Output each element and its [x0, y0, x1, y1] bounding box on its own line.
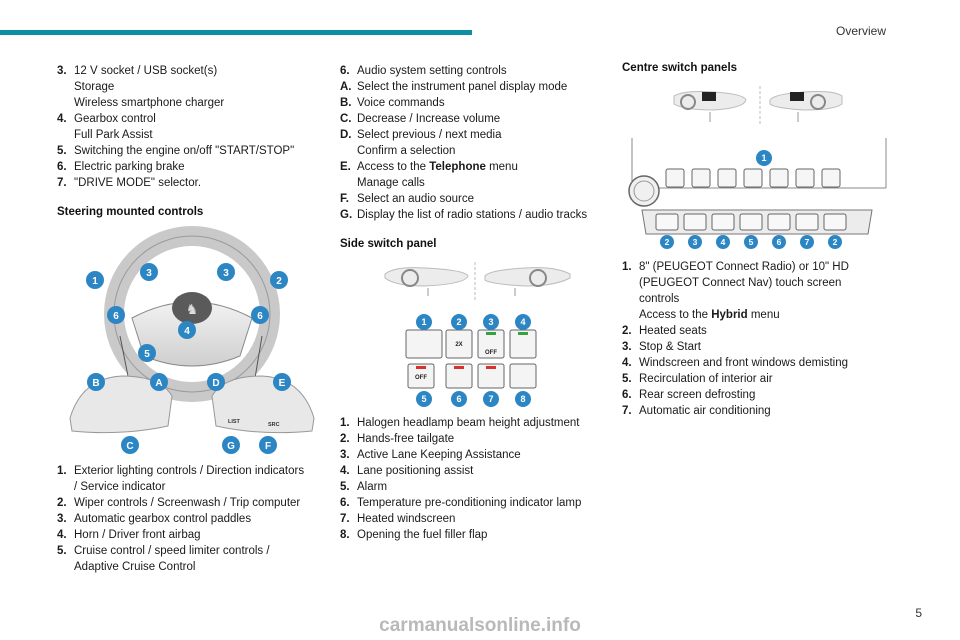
list-item: 6.Electric parking brake	[57, 161, 185, 173]
list-item: 2.Heated seats	[622, 325, 707, 337]
list-item: C.Decrease / Increase volume	[340, 113, 501, 125]
list-item: G.Display the list of radio stations / a…	[340, 209, 588, 221]
list-item: 6.Rear screen defrosting	[622, 389, 756, 401]
side-switch-panel-diagram: 2X OFF OFF 1 2 3 4 5 6 7 8	[384, 262, 571, 407]
list-item: 5.Cruise control / speed limiter control…	[57, 545, 270, 573]
svg-text:2: 2	[833, 237, 838, 247]
svg-text:4: 4	[721, 237, 726, 247]
list-item: 2.Hands-free tailgate	[340, 433, 455, 445]
svg-text:5: 5	[144, 349, 150, 360]
svg-text:C: C	[126, 441, 133, 452]
svg-text:7: 7	[805, 237, 810, 247]
list-item: 5.Alarm	[340, 481, 388, 493]
svg-text:F: F	[265, 441, 271, 452]
page-number: 5	[915, 606, 922, 620]
col2-list-top: 6.Audio system setting controls A.Select…	[340, 63, 610, 223]
list-item: B.Voice commands	[340, 97, 445, 109]
svg-text:2: 2	[276, 276, 282, 287]
list-item: 1.8" (PEUGEOT Connect Radio) or 10" HD(P…	[622, 261, 849, 321]
svg-text:3: 3	[488, 317, 493, 327]
svg-text:4: 4	[184, 326, 190, 337]
centre-switch-panel-diagram: 1 2 3 4 5 6 7 2	[628, 86, 887, 249]
col1-list-bottom: 1.Exterior lighting controls / Direction…	[57, 463, 327, 575]
svg-text:8: 8	[520, 394, 525, 404]
list-item: 4.Horn / Driver front airbag	[57, 529, 201, 541]
list-item: 3.Active Lane Keeping Assistance	[340, 449, 521, 461]
list-item: 6.Audio system setting controls	[340, 65, 507, 77]
header-bar	[0, 30, 472, 35]
svg-text:2: 2	[665, 237, 670, 247]
svg-text:3: 3	[693, 237, 698, 247]
svg-text:OFF: OFF	[485, 350, 497, 356]
list-item: 3.Automatic gearbox control paddles	[57, 513, 252, 525]
heading-steering-controls: Steering mounted controls	[57, 206, 204, 218]
heading-centre-switch-panels: Centre switch panels	[622, 62, 738, 74]
svg-text:B: B	[92, 378, 99, 389]
list-item: 2.Wiper controls / Screenwash / Trip com…	[57, 497, 301, 509]
list-item: 6.Temperature pre-conditioning indicator…	[340, 497, 582, 509]
list-item: 7.Heated windscreen	[340, 513, 456, 525]
svg-text:D: D	[212, 378, 219, 389]
svg-text:6: 6	[456, 394, 461, 404]
svg-text:1: 1	[92, 276, 98, 287]
steering-wheel-diagram: ♞ LIST SRC 1 3 3 2 6 6 4 5 B A D E C G F	[69, 226, 315, 454]
list-item: 5.Switching the engine on/off "START/STO…	[57, 145, 295, 157]
list-item: 4.Windscreen and front windows demisting	[622, 357, 849, 369]
list-item: 5.Recirculation of interior air	[622, 373, 773, 385]
svg-text:A: A	[155, 378, 162, 389]
list-item: 1.Exterior lighting controls / Direction…	[57, 465, 305, 493]
svg-text:2: 2	[456, 317, 461, 327]
section-title: Overview	[835, 24, 886, 38]
svg-text:OFF: OFF	[415, 375, 427, 381]
svg-text:7: 7	[488, 394, 493, 404]
svg-text:E: E	[279, 378, 286, 389]
svg-text:SRC: SRC	[268, 422, 280, 428]
list-item: 7."DRIVE MODE" selector.	[57, 177, 202, 189]
svg-text:3: 3	[223, 268, 229, 279]
heading-side-switch-panel: Side switch panel	[340, 238, 437, 250]
svg-text:6: 6	[257, 311, 263, 322]
list-item: 4.Lane positioning assist	[340, 465, 474, 477]
svg-text:1: 1	[761, 153, 766, 163]
svg-text:2X: 2X	[455, 342, 462, 348]
list-item: 1.Halogen headlamp beam height adjustmen…	[340, 417, 580, 429]
svg-text:6: 6	[777, 237, 782, 247]
svg-text:1: 1	[421, 317, 426, 327]
svg-text:4: 4	[520, 317, 525, 327]
svg-text:♞: ♞	[186, 301, 199, 317]
list-item: F.Select an audio source	[340, 193, 474, 205]
list-item: A.Select the instrument panel display mo…	[340, 81, 568, 93]
svg-text:G: G	[227, 441, 235, 452]
svg-text:3: 3	[146, 268, 152, 279]
svg-text:LIST: LIST	[228, 419, 241, 425]
watermark: carmanualsonline.info	[379, 615, 581, 636]
col2-list-bottom: 1.Halogen headlamp beam height adjustmen…	[340, 415, 610, 543]
svg-text:5: 5	[421, 394, 426, 404]
col3-list: 1.8" (PEUGEOT Connect Radio) or 10" HD(P…	[622, 259, 902, 419]
list-item: 3.Stop & Start	[622, 341, 702, 353]
svg-text:6: 6	[113, 311, 119, 322]
list-item: 7.Automatic air conditioning	[622, 405, 771, 417]
list-item: 8.Opening the fuel filler flap	[340, 529, 488, 541]
svg-text:5: 5	[749, 237, 754, 247]
